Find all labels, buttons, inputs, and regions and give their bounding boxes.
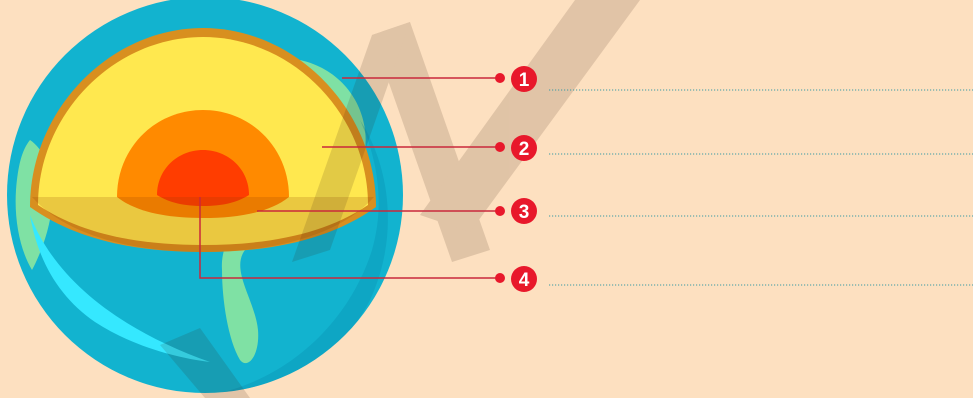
label-badge-2: 2 (511, 135, 537, 161)
leader-dot-4 (495, 273, 505, 283)
label-badge-1: 1 (511, 66, 537, 92)
label-number-2: 2 (519, 139, 530, 160)
leader-dot-1 (495, 73, 505, 83)
label-badge-3: 3 (511, 198, 537, 224)
label-number-4: 4 (519, 270, 530, 291)
leader-dot-3 (495, 206, 505, 216)
label-badge-4: 4 (511, 266, 537, 292)
answer-lines[interactable] (549, 90, 973, 285)
label-number-1: 1 (519, 70, 530, 91)
leader-dot-2 (495, 142, 505, 152)
label-number-3: 3 (519, 202, 530, 223)
